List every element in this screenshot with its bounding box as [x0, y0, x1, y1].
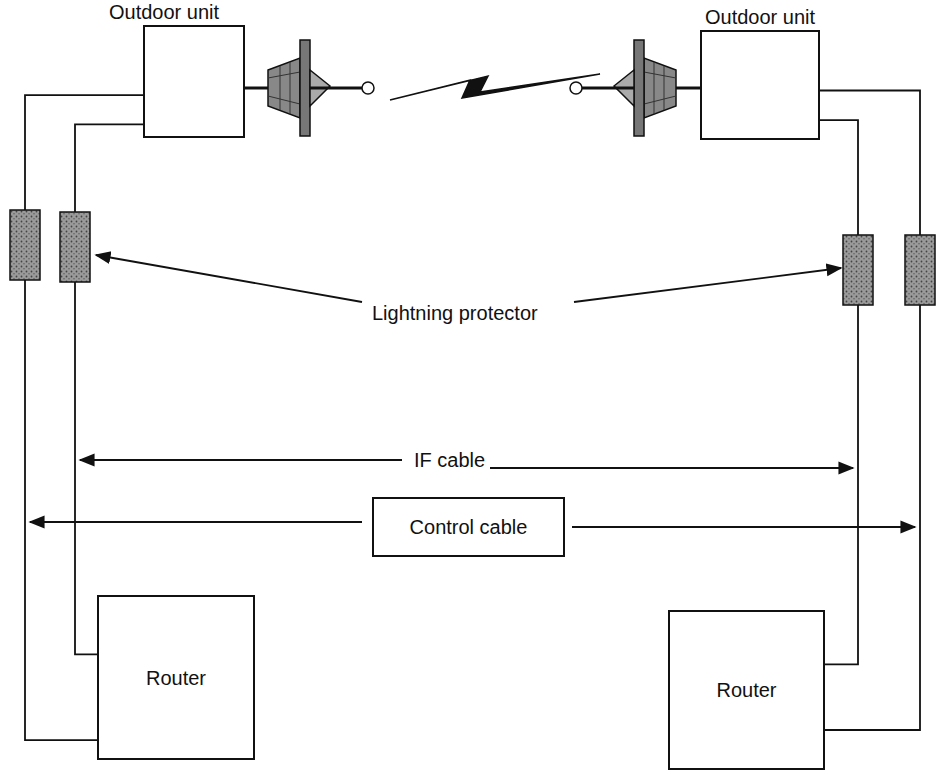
dish-antenna [245, 40, 374, 136]
leader-arrow [30, 255, 915, 527]
router-box: Router [97, 595, 255, 760]
radio-link-bolt [390, 74, 600, 100]
dish-antenna [570, 40, 700, 136]
box-label: Router [146, 667, 206, 689]
cable-wire [820, 120, 858, 664]
unit-heading: Outdoor unit [109, 1, 219, 23]
box-label: Router [716, 679, 776, 701]
cable-wire [820, 91, 920, 731]
control-cable-box: Control cable [372, 497, 565, 557]
cable-label: IF cable [412, 449, 487, 471]
lightning-protector [10, 210, 935, 305]
router-box: Router [668, 610, 825, 770]
callout-label: Lightning protector [370, 302, 540, 324]
box-label: Control cable [410, 516, 528, 538]
outdoor-unit-box: Outdoor unit [700, 30, 820, 140]
outdoor-unit-box: Outdoor unit [143, 25, 245, 138]
unit-heading: Outdoor unit [705, 6, 815, 28]
cable-wire [75, 124, 143, 654]
